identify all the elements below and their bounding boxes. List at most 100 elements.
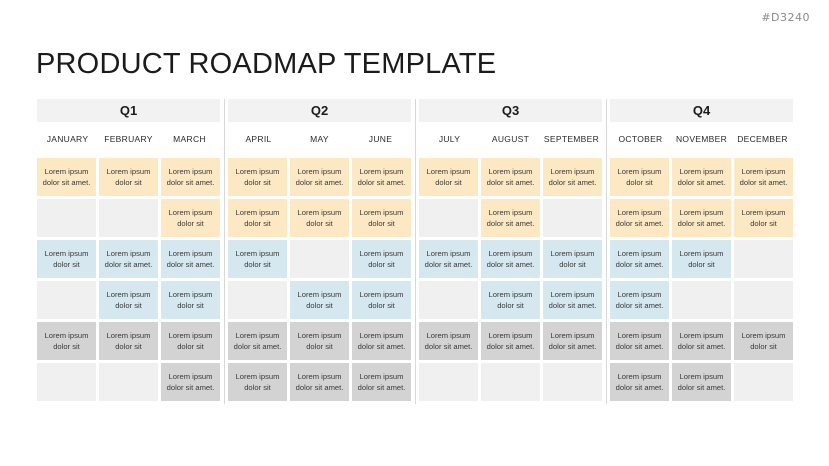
task-cell[interactable]: Lorem ipsum dolor sit [228,158,287,196]
task-cell[interactable]: Lorem ipsum dolor sit [37,240,96,278]
task-cell[interactable]: Lorem ipsum dolor sit [352,281,411,319]
task-cell[interactable]: Lorem ipsum dolor sit amet. [672,158,731,196]
task-cell[interactable]: Lorem ipsum dolor sit amet. [290,363,349,401]
task-row: Lorem ipsum dolor sit amet.Lorem ipsum d… [610,199,793,237]
task-rows: Lorem ipsum dolor sit amet.Lorem ipsum d… [37,158,220,401]
task-cell[interactable]: Lorem ipsum dolor sit amet. [672,363,731,401]
task-cell-empty[interactable] [543,199,602,237]
month-label-may: MAY [310,134,329,144]
task-cell-empty[interactable] [99,363,158,401]
task-cell-empty[interactable] [99,199,158,237]
task-cell-empty[interactable] [734,240,793,278]
task-cell[interactable]: Lorem ipsum dolor sit amet. [734,158,793,196]
task-cell[interactable]: Lorem ipsum dolor sit [37,322,96,360]
task-cell[interactable]: Lorem ipsum dolor sit amet. [610,363,669,401]
task-row: Lorem ipsum dolor sit amet. [610,281,793,319]
task-cell[interactable]: Lorem ipsum dolor sit [228,240,287,278]
task-cell[interactable]: Lorem ipsum dolor sit [99,158,158,196]
task-cell-empty[interactable] [419,363,478,401]
task-cell[interactable]: Lorem ipsum dolor sit amet. [481,322,540,360]
task-cell[interactable]: Lorem ipsum dolor sit [610,158,669,196]
task-cell[interactable]: Lorem ipsum dolor sit amet. [543,322,602,360]
task-cell[interactable]: Lorem ipsum dolor sit [99,322,158,360]
task-cell[interactable]: Lorem ipsum dolor sit amet. [672,322,731,360]
task-cell[interactable]: Lorem ipsum dolor sit amet. [161,158,220,196]
task-cell[interactable]: Lorem ipsum dolor sit [734,199,793,237]
month-label-january: JANUARY [46,134,89,144]
month-label-july: JULY [438,134,461,144]
task-row: Lorem ipsum dolor sit amet.Lorem ipsum d… [419,322,602,360]
task-cell-empty[interactable] [672,281,731,319]
task-cell-empty[interactable] [37,363,96,401]
task-cell[interactable]: Lorem ipsum dolor sit amet. [37,158,96,196]
task-cell[interactable]: Lorem ipsum dolor sit amet. [481,199,540,237]
quarter-header-q2[interactable]: Q2 [228,99,411,122]
task-cell-empty[interactable] [543,363,602,401]
task-cell[interactable]: Lorem ipsum dolor sit [481,281,540,319]
task-cell[interactable]: Lorem ipsum dolor sit [228,199,287,237]
task-cell-empty[interactable] [734,281,793,319]
task-cell-empty[interactable] [481,363,540,401]
task-cell-empty[interactable] [37,281,96,319]
task-cell[interactable]: Lorem ipsum dolor sit amet. [672,199,731,237]
task-cell[interactable]: Lorem ipsum dolor sit [161,199,220,237]
task-cell[interactable]: Lorem ipsum dolor sit amet. [610,199,669,237]
task-cell[interactable]: Lorem ipsum dolor sit [352,240,411,278]
task-cell[interactable]: Lorem ipsum dolor sit [352,199,411,237]
task-cell[interactable]: Lorem ipsum dolor sit [290,322,349,360]
task-cell[interactable]: Lorem ipsum dolor sit [543,240,602,278]
task-cell[interactable]: Lorem ipsum dolor sit amet. [610,240,669,278]
month-label-march: MARCH [173,134,206,144]
task-cell[interactable]: Lorem ipsum dolor sit [99,281,158,319]
task-cell[interactable]: Lorem ipsum dolor sit [734,322,793,360]
task-cell[interactable]: Lorem ipsum dolor sit amet. [352,322,411,360]
task-row: Lorem ipsum dolor sit amet.Lorem ipsum d… [610,240,793,278]
task-cell-empty[interactable] [419,281,478,319]
task-cell[interactable]: Lorem ipsum dolor sit amet. [352,363,411,401]
month-label-december: DECEMBER [737,134,788,144]
task-cell[interactable]: Lorem ipsum dolor sit amet. [161,240,220,278]
quarter-header-q3[interactable]: Q3 [419,99,602,122]
month-label-october: OCTOBER [618,134,663,144]
task-row [419,363,602,401]
quarter-header-q4[interactable]: Q4 [610,99,793,122]
task-cell[interactable]: Lorem ipsum dolor sit amet. [419,240,478,278]
task-cell[interactable]: Lorem ipsum dolor sit amet. [419,322,478,360]
task-cell[interactable]: Lorem ipsum dolor sit [672,240,731,278]
task-cell-empty[interactable] [37,199,96,237]
task-cell-empty[interactable] [228,281,287,319]
task-cell[interactable]: Lorem ipsum dolor sit [161,322,220,360]
task-cell[interactable]: Lorem ipsum dolor sit [228,363,287,401]
task-cell[interactable]: Lorem ipsum dolor sit amet. [228,322,287,360]
task-cell[interactable]: Lorem ipsum dolor sit [290,281,349,319]
task-cell[interactable]: Lorem ipsum dolor sit [290,199,349,237]
task-cell[interactable]: Lorem ipsum dolor sit amet. [290,158,349,196]
task-cell-empty[interactable] [734,363,793,401]
task-cell[interactable]: Lorem ipsum dolor sit amet. [481,158,540,196]
task-cell[interactable]: Lorem ipsum dolor sit amet. [610,322,669,360]
quarter-header-q1[interactable]: Q1 [37,99,220,122]
task-cell[interactable]: Lorem ipsum dolor sit amet. [99,240,158,278]
task-cell[interactable]: Lorem ipsum dolor sit amet. [543,158,602,196]
task-cell[interactable]: Lorem ipsum dolor sit [419,158,478,196]
task-cell[interactable]: Lorem ipsum dolor sit amet. [481,240,540,278]
task-cell[interactable]: Lorem ipsum dolor sit amet. [610,281,669,319]
task-cell[interactable]: Lorem ipsum dolor sit amet. [352,158,411,196]
task-cell[interactable]: Lorem ipsum dolor sit amet. [161,363,220,401]
task-cell-empty[interactable] [290,240,349,278]
task-cell-empty[interactable] [419,199,478,237]
task-cell[interactable]: Lorem ipsum dolor sit [161,281,220,319]
month-label-august: AUGUST [491,134,530,144]
task-cell[interactable]: Lorem ipsum dolor sit amet. [543,281,602,319]
